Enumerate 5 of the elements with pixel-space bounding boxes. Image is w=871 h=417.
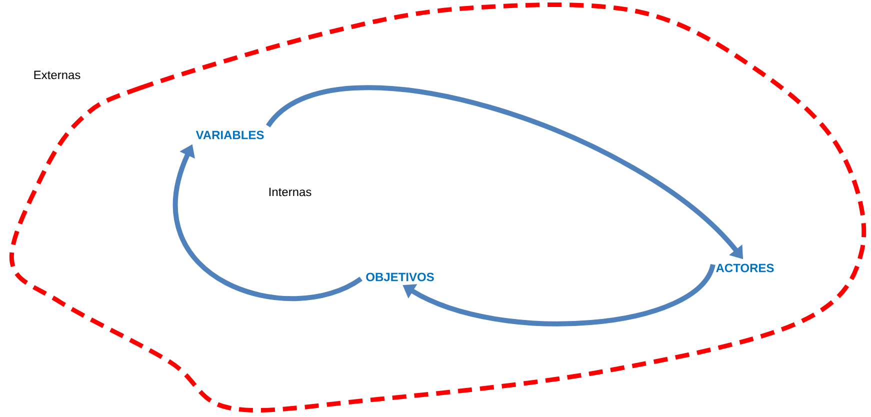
region-label: Externas <box>34 70 80 80</box>
region-label: Internas <box>269 188 312 196</box>
node-label: ACTORES <box>716 264 774 272</box>
node-label: VARIABLES <box>196 130 264 140</box>
node-label: OBJETIVOS <box>366 272 434 282</box>
